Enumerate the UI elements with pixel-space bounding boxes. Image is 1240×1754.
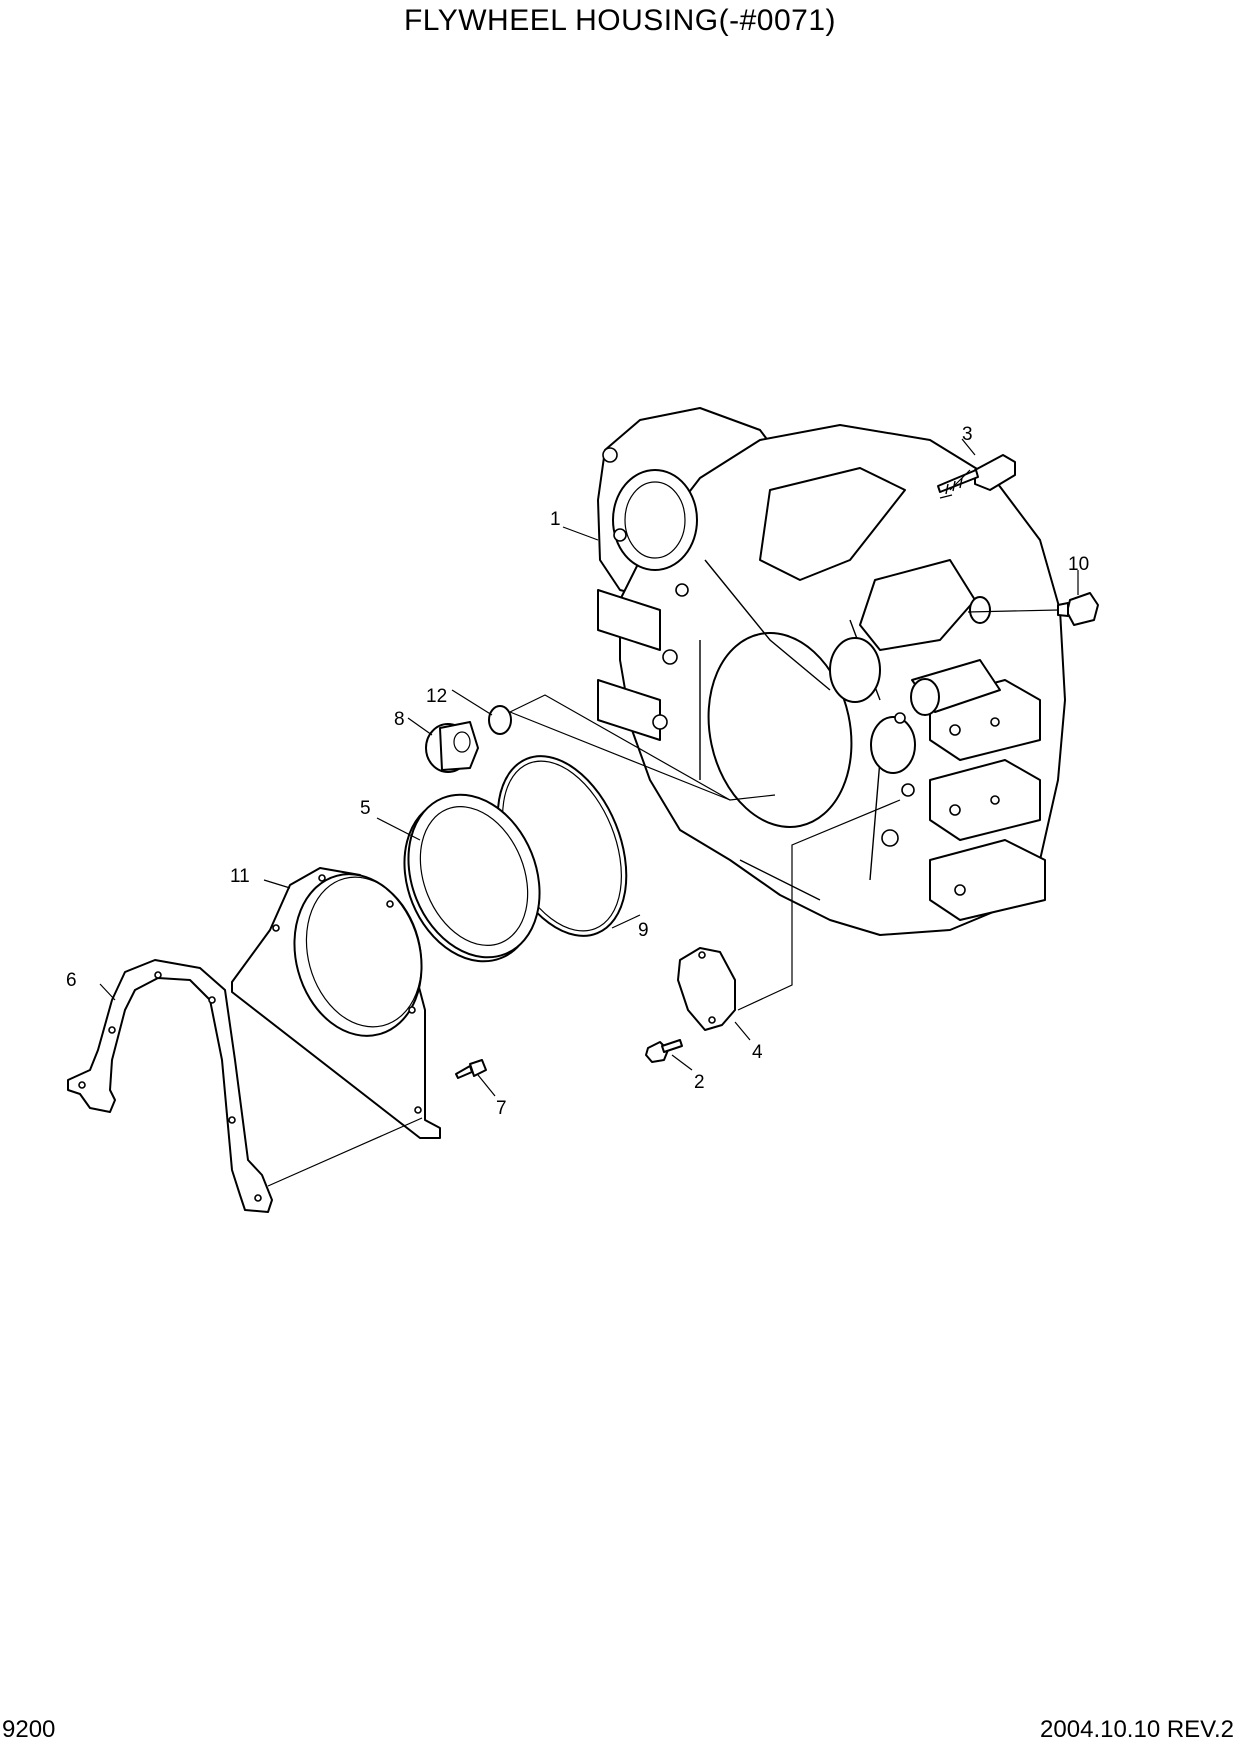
o-ring-part-12 xyxy=(488,705,512,735)
bolt-part-2 xyxy=(645,1039,683,1063)
plug-part-8 xyxy=(425,721,479,773)
callout-8: 8 xyxy=(394,709,405,730)
cover-plate-part-4 xyxy=(677,947,736,1031)
callout-2: 2 xyxy=(694,1072,705,1093)
callout-3: 3 xyxy=(962,424,973,445)
callout-1: 1 xyxy=(550,509,561,530)
oil-seal-part-5 xyxy=(403,793,541,963)
callout-11: 11 xyxy=(230,866,250,887)
callout-5: 5 xyxy=(360,798,371,819)
callout-10: 10 xyxy=(1068,554,1089,575)
page-number: 9200 xyxy=(2,1716,56,1743)
callout-12: 12 xyxy=(426,686,447,707)
revision-date: 2004.10.10 REV.2 xyxy=(1040,1716,1234,1743)
bolt-part-3 xyxy=(937,454,1016,495)
plug-bolt-part-10 xyxy=(1057,592,1099,626)
flywheel-housing-part xyxy=(597,407,1066,936)
callout-labels: 1 2 3 4 5 6 7 8 9 10 11 12 xyxy=(66,424,1089,1119)
callout-4: 4 xyxy=(752,1042,763,1063)
gasket-part-6 xyxy=(67,959,273,1213)
callout-6: 6 xyxy=(66,970,77,991)
screw-part-7 xyxy=(455,1059,487,1079)
leader-lines xyxy=(99,438,1079,1187)
seal-housing-part-11 xyxy=(231,867,441,1139)
callout-9: 9 xyxy=(638,920,649,941)
callout-7: 7 xyxy=(496,1098,507,1119)
page-title: FLYWHEEL HOUSING(-#0071) xyxy=(403,4,837,37)
